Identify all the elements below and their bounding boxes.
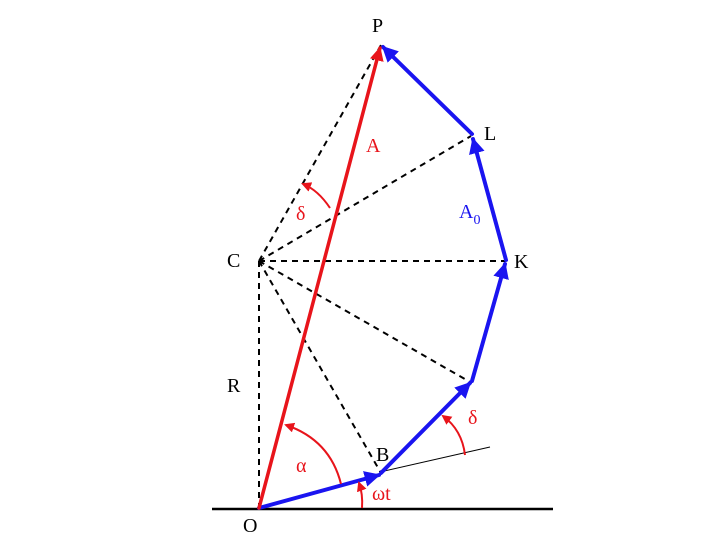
- phasor-mid-K: [470, 262, 509, 383]
- arc-alpha: [284, 422, 342, 485]
- label-omega-t: ωt: [372, 483, 391, 505]
- label-O: O: [243, 515, 257, 537]
- resultant-OP: [257, 46, 384, 510]
- label-resultant-A: A: [366, 135, 381, 157]
- label-A0-base: A: [459, 201, 474, 223]
- label-delta-right: δ: [468, 407, 477, 429]
- phasor-chain: [257, 45, 509, 510]
- arc-delta-top: [301, 182, 331, 209]
- label-A0-sub: 0: [473, 213, 480, 228]
- construction-lines: [258, 44, 506, 508]
- label-K: K: [514, 251, 529, 273]
- angle-arcs: [284, 182, 466, 509]
- label-R: R: [227, 375, 241, 397]
- dashed-CP: [258, 44, 382, 262]
- phasor-LP: [381, 45, 474, 136]
- label-B: B: [376, 444, 389, 466]
- phasor-KL: [469, 137, 508, 262]
- phasor-B-mid: [379, 381, 472, 475]
- dashed-C-mid: [258, 260, 471, 383]
- dashed-CL: [258, 135, 472, 262]
- label-alpha: α: [296, 455, 307, 477]
- arc-omega-t: [357, 481, 367, 509]
- label-C: C: [227, 250, 240, 272]
- label-P: P: [372, 15, 383, 37]
- phasor-OB: [257, 471, 381, 510]
- label-A0: A0: [459, 201, 480, 228]
- arc-delta-right: [441, 414, 466, 456]
- label-L: L: [484, 123, 496, 145]
- label-delta-top: δ: [296, 203, 305, 225]
- extension-line: [379, 446, 491, 473]
- dashed-CB: [258, 260, 382, 474]
